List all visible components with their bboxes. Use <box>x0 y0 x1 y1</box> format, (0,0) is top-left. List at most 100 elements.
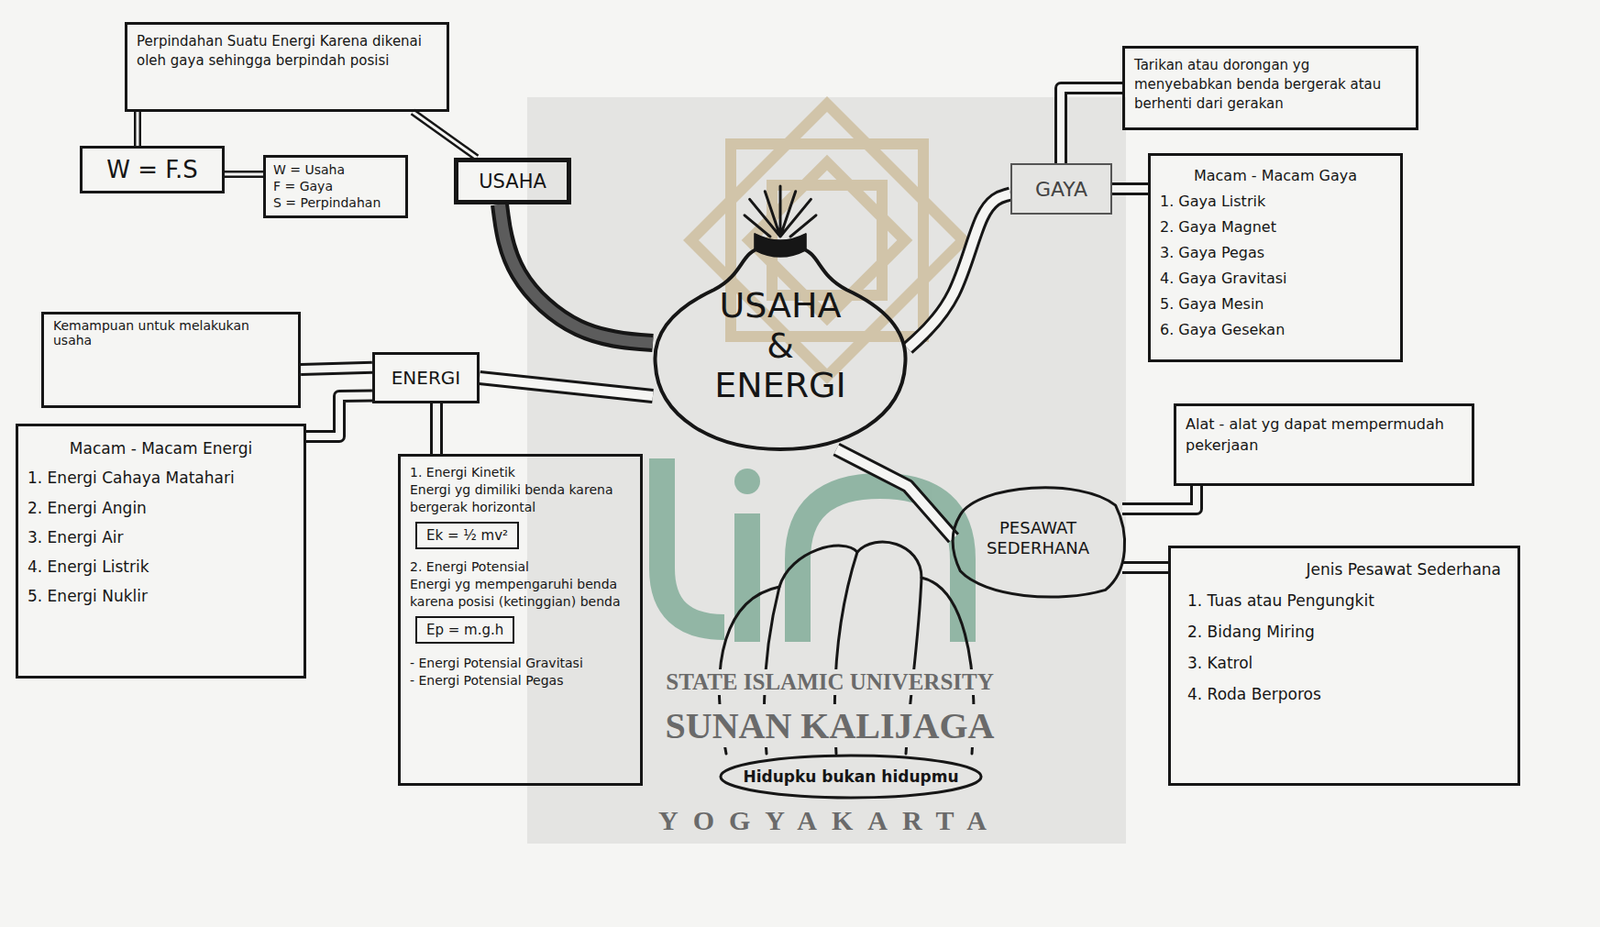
connector-tube <box>306 396 373 437</box>
connector-core <box>1122 563 1169 572</box>
connector-outline <box>1122 485 1197 509</box>
connector-tube <box>1122 567 1169 569</box>
watermark-uin-mark <box>662 458 963 642</box>
connector-tube <box>479 377 653 397</box>
node-text: 6. Gaya Gesekan <box>1159 317 1391 343</box>
connector-outline <box>300 367 373 370</box>
connector-core <box>1060 88 1123 164</box>
connector-tube <box>1060 88 1123 164</box>
logo-dot <box>734 468 761 495</box>
connector-tube <box>907 194 1011 349</box>
list-box: Jenis Pesawat Sederhana1. Tuas atau Peng… <box>1168 545 1521 786</box>
central-bag: USAHA & ENERGI <box>652 183 908 450</box>
formula-box: Ep = m.g.h <box>415 616 515 644</box>
connector-outline <box>1060 88 1123 164</box>
shape-outline <box>654 247 905 450</box>
connector-core <box>907 194 1011 349</box>
node-text: Energi yg dimiliki benda karena bergerak… <box>409 481 631 517</box>
watermark-text: YOGYAKARTA <box>654 805 1005 837</box>
definition-box: Alat - alat yg dapat mempermudah pekerja… <box>1173 403 1475 486</box>
formula-box: Ek = ½ mv² <box>415 521 519 550</box>
node-text: ENERGI <box>391 366 462 389</box>
connector-outline <box>499 204 653 343</box>
node-text: 1. Tuas atau Pengungkit <box>1187 584 1501 617</box>
connector-tube <box>137 111 139 146</box>
node-text: 3. Gaya Pegas <box>1159 240 1391 266</box>
logo-letter <box>662 458 725 628</box>
node-text: Energi yg mempengaruhi benda karena posi… <box>409 575 631 611</box>
topic-box: USAHA <box>453 157 572 205</box>
definition-box: Kemampuan untuk melakukan usaha <box>41 311 301 409</box>
node-text: 1. Gaya Listrik <box>1159 188 1391 215</box>
topic-box: GAYA <box>1010 163 1113 215</box>
node-text: 3. Energi Air <box>27 522 295 552</box>
node-text: Hidupku bukan hidupmu <box>742 767 959 786</box>
connector-core <box>1112 185 1148 193</box>
node-text: 1. Energi Kinetik <box>409 463 631 482</box>
watermark-text: STATE ISLAMIC UNIVERSITY <box>662 669 998 696</box>
connector-core <box>306 396 373 437</box>
connector-tube <box>224 174 264 176</box>
node-text: 4. Gaya Gravitasi <box>1159 265 1391 292</box>
hat-band: Hidupku bukan hidupmu <box>715 753 987 800</box>
connector-tube <box>1122 485 1197 509</box>
connector-core <box>1122 485 1197 509</box>
node-text: W = F.S <box>106 155 199 184</box>
explanation-box: 1. Energi KinetikEnergi yg dimiliki bend… <box>397 453 643 786</box>
node-text: Kemampuan untuk melakukan usaha <box>53 318 289 348</box>
connector-core <box>224 173 264 177</box>
node-text: Macam - Macam Gaya <box>1159 163 1391 189</box>
connector-outline <box>1112 182 1148 196</box>
node-text: Alat - alat yg dapat mempermudah pekerja… <box>1185 413 1463 456</box>
node-text: Jenis Pesawat Sederhana <box>1187 553 1501 585</box>
connector-core <box>136 111 140 146</box>
node-text: S = Perpindahan <box>273 194 398 211</box>
connector-outline <box>836 449 954 539</box>
connector-core <box>836 449 954 539</box>
definition-box: Tarikan atau dorongan yg menyebabkan ben… <box>1122 45 1419 131</box>
connector-tube <box>836 449 954 539</box>
connector-outline <box>1122 561 1169 574</box>
node-text: 2. Gaya Magnet <box>1159 214 1391 241</box>
connector-outline <box>412 111 477 158</box>
node-text: 2. Energi Angin <box>27 493 295 523</box>
shape-outline <box>744 186 817 237</box>
node-text: GAYA <box>1035 177 1088 201</box>
connector-tube <box>412 111 477 158</box>
node-text: 2. Energi Potensial <box>409 558 631 576</box>
node-text: 2. Bidang Miring <box>1187 616 1501 648</box>
node-text: Ep = m.g.h <box>426 620 504 640</box>
list-box: Macam - Macam Energi1. Energi Cahaya Mat… <box>15 423 307 679</box>
shape-outline <box>952 487 1126 597</box>
connector-outline <box>306 396 373 437</box>
connector-outline <box>133 111 142 146</box>
node-text: 4. Roda Berporos <box>1187 678 1501 710</box>
logo-letter <box>734 513 761 642</box>
node-text: USAHA & ENERGI <box>703 286 858 407</box>
connector-tube <box>1112 188 1148 190</box>
connector-outline <box>430 403 443 454</box>
list-box: Macam - Macam Gaya1. Gaya Listrik2. Gaya… <box>1147 153 1403 363</box>
node-text: PESAWAT SEDERHANA <box>962 518 1114 558</box>
node-text: USAHA <box>478 170 547 193</box>
node-text: - Energi Potensial Gravitasi <box>409 654 631 673</box>
watermark-panel <box>527 97 1126 844</box>
watermark-text: SUNAN KALIJAGA <box>662 704 999 748</box>
node-text: 5. Energi Nuklir <box>27 581 295 611</box>
topic-box: ENERGI <box>372 352 480 404</box>
node-text: 1. Energi Cahaya Matahari <box>27 463 295 493</box>
node-text: 5. Gaya Mesin <box>1159 291 1391 318</box>
topic-blob: PESAWAT SEDERHANA <box>953 479 1123 597</box>
definition-box: Perpindahan Suatu Energi Karena dikenai … <box>124 22 450 112</box>
connector-tube <box>300 367 373 370</box>
shape-outline <box>720 755 982 798</box>
node-text: Tarikan atau dorongan yg menyebabkan ben… <box>1134 55 1407 114</box>
node-text: F = Gaya <box>273 177 398 195</box>
connector-core <box>499 204 653 343</box>
connector-core <box>300 367 373 370</box>
node-text: Macam - Macam Energi <box>27 433 295 464</box>
connector-tube <box>436 403 438 454</box>
connector-tube <box>499 204 653 343</box>
connector-core <box>479 377 653 397</box>
